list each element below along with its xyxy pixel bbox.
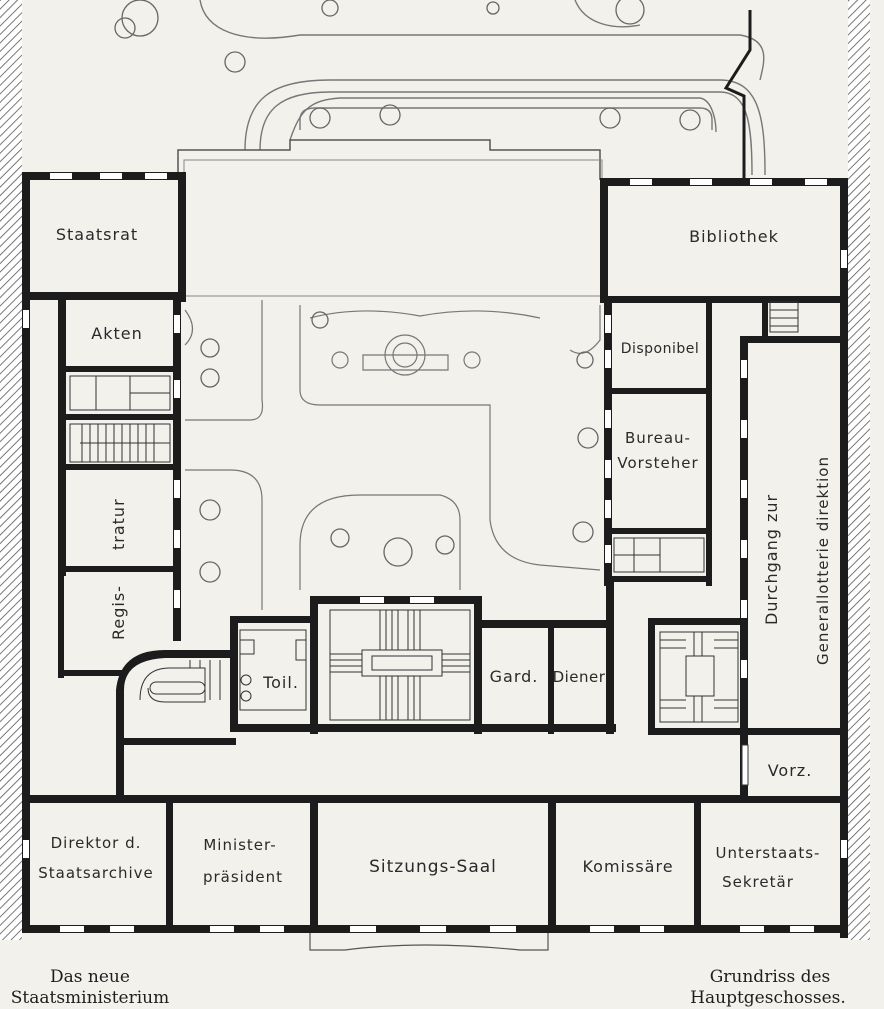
left-boundary-wall (0, 0, 22, 940)
downpipe (723, 10, 752, 180)
label-regis-2: tratur (109, 498, 128, 550)
label-durchgang-1: Durchgang zur (762, 494, 781, 625)
left-stair (69, 423, 171, 463)
label-toil: Toil. (262, 673, 299, 692)
captions: Das neue Staatsministerium Grundriss des… (11, 967, 846, 1008)
small-stair (769, 301, 799, 333)
courtyard-garden (184, 300, 601, 610)
courtyard-shrubs (199, 311, 599, 583)
caption-left-line-1: Das neue (50, 967, 130, 987)
label-disponibel: Disponibel (621, 341, 700, 357)
room-labels: Staatsrat Bibliothek Akten Disponibel Bu… (38, 225, 832, 891)
label-akten: Akten (91, 324, 142, 343)
label-diener: Diener (553, 668, 606, 686)
garden-shrubs (114, 0, 701, 131)
label-vorz: Vorz. (768, 761, 813, 780)
label-regis-1: Regis- (109, 585, 128, 640)
entrance-hall (183, 159, 603, 297)
label-durchgang-2: Generallotterie direktion (814, 456, 832, 665)
label-unterstaats-2: Sekretär (722, 873, 794, 891)
front-garden (199, 0, 766, 176)
label-staatsrat: Staatsrat (56, 225, 138, 244)
label-minister-1: Minister- (203, 836, 276, 854)
closets (69, 375, 705, 573)
caption-left-line-2: Staatsministerium (11, 988, 170, 1008)
caption-right-line-2: Hauptgeschosses. (690, 988, 846, 1008)
windows (23, 173, 847, 932)
entrance-terrace (177, 139, 601, 180)
right-boundary-wall (848, 0, 870, 940)
main-staircase (329, 609, 471, 721)
label-bureau-1: Bureau- (625, 429, 691, 447)
toilet-fixtures (239, 629, 307, 711)
label-bibliothek: Bibliothek (689, 227, 779, 246)
caption-right-line-1: Grundriss des (710, 967, 831, 987)
rear-terrace (309, 933, 549, 951)
label-bureau-2: Vorsteher (617, 454, 698, 472)
walls (22, 172, 848, 938)
label-unterstaats-1: Unterstaats- (716, 844, 821, 862)
spiral-stair (139, 660, 221, 703)
label-direktor-2: Staatsarchive (38, 864, 154, 882)
vorz-door (741, 744, 749, 786)
right-stair (659, 631, 739, 723)
label-direktor-1: Direktor d. (51, 834, 142, 852)
label-sitzungs-saal: Sitzungs-Saal (369, 857, 497, 877)
label-minister-2: präsident (203, 868, 283, 886)
label-gard: Gard. (490, 667, 539, 686)
label-komissare: Komissäre (582, 857, 673, 876)
